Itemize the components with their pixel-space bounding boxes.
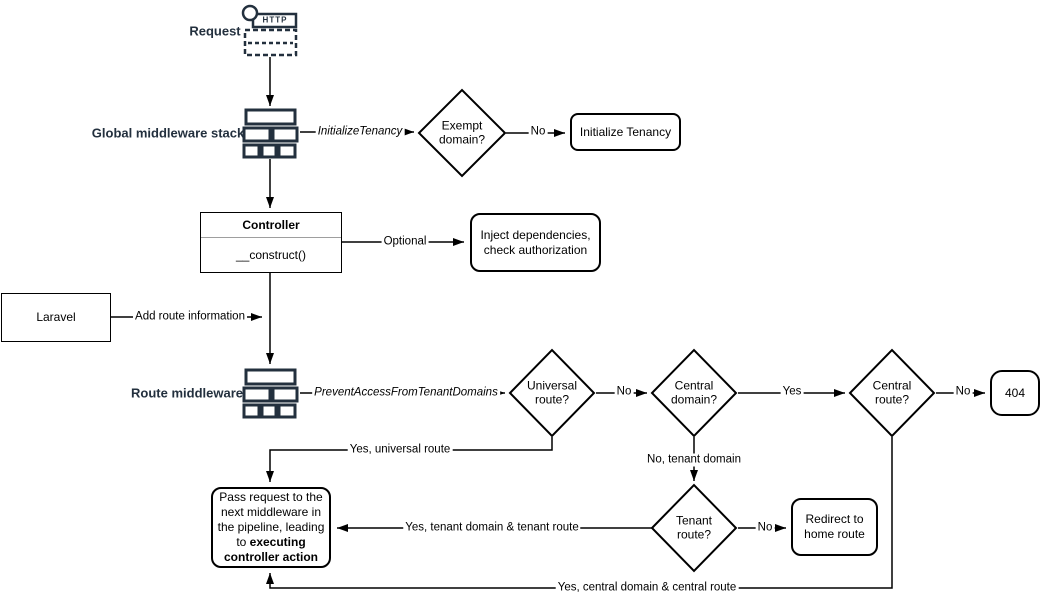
route-middleware-stack-icon: [242, 368, 299, 419]
decision-shapes: [417, 88, 936, 573]
exempt-domain-decision: Exempt domain?: [438, 118, 486, 147]
request-label: Request: [189, 23, 241, 39]
pass-request-text: Pass request to the next middleware in t…: [217, 490, 325, 549]
route-middleware-label: Route middleware: [131, 385, 243, 401]
universal-route-diamond: [508, 348, 596, 438]
global-middleware-stack-icon: [242, 108, 299, 159]
not-found-404-node: 404: [990, 370, 1040, 416]
central-domain-decision: Central domain?: [670, 378, 718, 407]
edge-label-tenant-yes: Yes, tenant domain & tenant route: [403, 521, 581, 535]
tenant-route-decision: Tenant route?: [675, 513, 713, 542]
edge-label-tenant-route-no: No: [755, 521, 775, 535]
edge-label-universal-no: No: [614, 385, 634, 399]
http-request-icon: [241, 4, 298, 57]
tenant-route-diamond: [650, 483, 738, 573]
edge-label-exempt-no: No: [528, 125, 548, 139]
universal-route-decision: Universal route?: [526, 378, 577, 407]
controller-node: Controller __construct(): [200, 212, 342, 273]
edge-label-central-yes: Yes, central domain & central route: [555, 581, 739, 595]
initialize-tenancy-node: Initialize Tenancy: [570, 113, 681, 151]
laravel-node: Laravel: [1, 293, 111, 342]
exempt-domain-diamond: [417, 88, 507, 178]
central-route-decision: Central route?: [872, 378, 912, 407]
inject-dependencies-node: Inject dependencies, check authorization: [470, 213, 601, 272]
edge-label-prevent-access: PreventAccessFromTenantDomains: [312, 386, 500, 400]
edge-label-tenant-domain-no: No, tenant domain: [645, 453, 743, 467]
edge-label-central-route-no: No: [953, 385, 973, 399]
edge-label-initialize-tenancy: InitializeTenancy: [315, 125, 405, 139]
controller-title: Controller: [201, 213, 341, 238]
http-protocol-label: HTTP: [262, 15, 288, 25]
pass-request-node: Pass request to the next middleware in t…: [211, 487, 331, 568]
edge-label-optional: Optional: [381, 235, 429, 249]
central-domain-diamond: [650, 348, 738, 438]
edge-label-universal-yes: Yes, universal route: [347, 443, 453, 457]
edge-label-add-route-information: Add route information: [133, 310, 247, 324]
global-middleware-stack-label: Global middleware stack: [91, 125, 245, 141]
central-route-diamond: [848, 348, 936, 438]
edge-label-central-domain-yes: Yes: [780, 385, 804, 399]
pass-request-emphasis: executing controller action: [223, 535, 318, 564]
redirect-home-route-node: Redirect to home route: [791, 498, 878, 556]
controller-construct-method: __construct(): [235, 248, 307, 262]
